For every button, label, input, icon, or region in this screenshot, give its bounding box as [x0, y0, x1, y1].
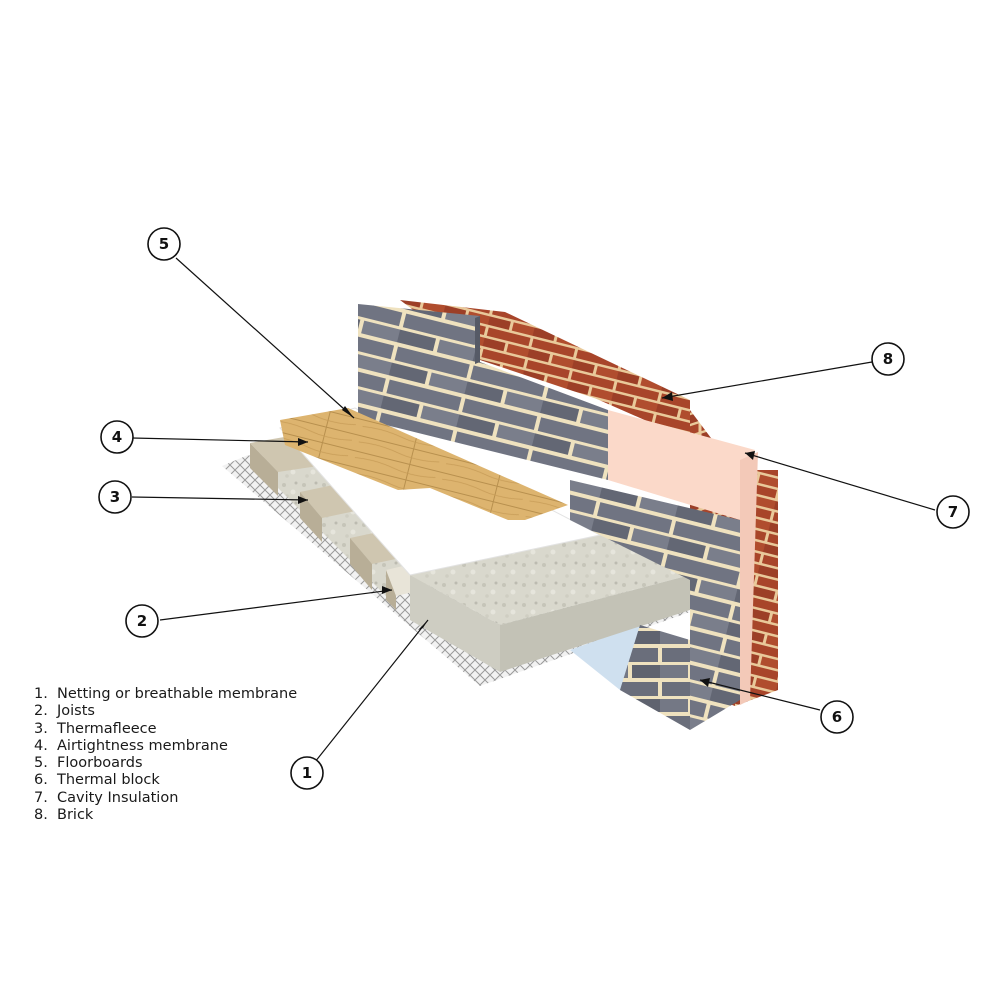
- callout-4: 4: [100, 420, 134, 454]
- callout-3: 3: [98, 480, 132, 514]
- legend: 1.Netting or breathable membrane 2.Joist…: [34, 686, 297, 824]
- leader-arrowheads: [298, 392, 755, 687]
- svg-text:5: 5: [159, 235, 169, 253]
- legend-item: 7.Cavity Insulation: [34, 789, 179, 806]
- callout-8: 8: [871, 342, 905, 376]
- legend-item: 1.Netting or breathable membrane: [34, 686, 298, 702]
- svg-text:3: 3: [110, 488, 120, 506]
- callout-5: 5: [147, 227, 181, 261]
- callout-6: 6: [820, 700, 854, 734]
- callout-1: 1: [290, 756, 324, 790]
- svg-text:2: 2: [137, 612, 147, 630]
- svg-text:4: 4: [112, 428, 122, 446]
- svg-text:8: 8: [883, 350, 893, 368]
- floorboards: [280, 408, 568, 520]
- legend-item: 3.Thermafleece: [34, 720, 157, 737]
- cavity-insulation: [608, 410, 755, 700]
- svg-text:7: 7: [948, 503, 958, 521]
- legend-item: 6.Thermal block: [34, 772, 160, 789]
- legend-item: 2.Joists: [34, 703, 95, 720]
- cavity-insulation-edge: [740, 452, 758, 705]
- svg-text:1: 1: [302, 764, 312, 782]
- callout-2: 2: [125, 604, 159, 638]
- thermafleece-slab: [410, 535, 690, 672]
- leader-lines: [131, 257, 936, 773]
- thermal-block-wall: [358, 304, 740, 730]
- legend-item: 5.Floorboards: [34, 755, 143, 772]
- legend-item: 8.Brick: [34, 807, 94, 824]
- legend-item: 4.Airtightness membrane: [34, 737, 228, 754]
- callout-7: 7: [936, 495, 970, 529]
- svg-text:6: 6: [832, 708, 842, 726]
